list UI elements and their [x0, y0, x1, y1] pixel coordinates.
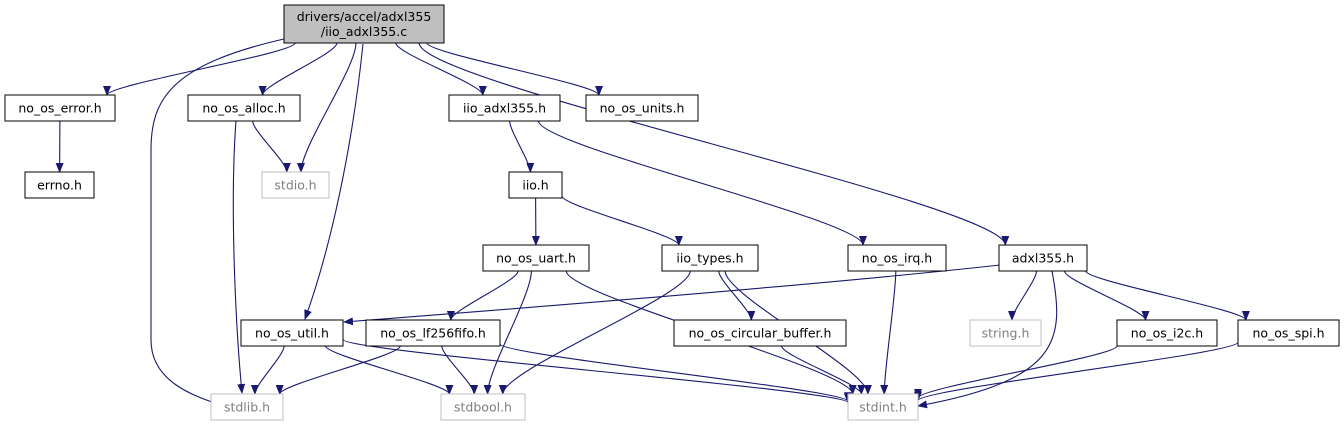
node-label: stdio.h — [274, 178, 316, 193]
edge-iio_types-to-no_os_circular_buffer — [718, 270, 756, 321]
node-errno[interactable]: errno.h — [24, 171, 95, 199]
node-no_os_error[interactable]: no_os_error.h — [4, 94, 116, 122]
edge-no_os_util-to-stdlib — [250, 345, 285, 395]
node-box — [240, 319, 344, 347]
edge-no_os_spi-to-stdint — [914, 341, 1239, 402]
node-label: string.h — [982, 326, 1030, 341]
node-box — [969, 319, 1042, 347]
node-label: no_os_i2c.h — [1131, 326, 1203, 341]
node-label: drivers/accel/adxl355 — [297, 9, 432, 24]
edges-layer — [55, 38, 1250, 409]
node-box — [261, 171, 330, 199]
node-box — [585, 94, 699, 122]
node-no_os_spi[interactable]: no_os_spi.h — [1237, 319, 1340, 347]
edge-no_os_alloc-to-stdio — [252, 120, 291, 173]
node-box — [847, 244, 947, 272]
edge-no_os_circular_buffer-to-stdint — [781, 345, 866, 395]
node-stdlib: stdlib.h — [210, 393, 284, 421]
node-label: adxl355.h — [1012, 251, 1074, 266]
edge-root-to-stdlib — [150, 38, 285, 407]
node-label: iio.h — [522, 178, 548, 193]
node-box — [1116, 319, 1218, 347]
node-no_os_irq[interactable]: no_os_irq.h — [847, 244, 947, 272]
node-stdio: stdio.h — [261, 171, 330, 199]
edge-adxl355-to-no_os_i2c — [1063, 270, 1150, 321]
node-adxl355[interactable]: adxl355.h — [998, 244, 1088, 272]
node-label: stdint.h — [859, 400, 907, 415]
edge-root-to-iio_adxl355 — [395, 42, 487, 96]
edge-no_os_uart-to-stdbool — [483, 270, 532, 395]
node-iio[interactable]: iio.h — [508, 171, 563, 199]
node-label: stdbool.h — [454, 400, 512, 415]
edge-adxl355-to-no_os_spi — [1085, 270, 1250, 321]
node-string: string.h — [969, 319, 1042, 347]
node-label: /iio_adxl355.c — [321, 24, 407, 39]
edge-no_os_util-to-stdbool — [325, 345, 454, 395]
edge-root-to-no_os_alloc — [258, 42, 338, 96]
edge-no_os_alloc-to-stdlib — [232, 120, 246, 394]
edge-root-to-no_os_error — [103, 42, 296, 96]
edge-iio-to-iio_types — [561, 195, 683, 246]
edge-adxl355-to-no_os_util — [343, 264, 1001, 326]
node-no_os_lf256fifo[interactable]: no_os_lf256fifo.h — [365, 319, 501, 347]
node-box — [482, 244, 590, 272]
edge-no_os_uart-to-no_os_lf256fifo — [446, 270, 519, 321]
node-stdbool: stdbool.h — [440, 393, 526, 421]
node-label: no_os_irq.h — [862, 251, 932, 266]
node-no_os_i2c[interactable]: no_os_i2c.h — [1116, 319, 1218, 347]
node-iio_adxl355[interactable]: iio_adxl355.h — [448, 94, 561, 122]
edge-no_os_lf256fifo-to-stdint — [499, 343, 852, 403]
node-box — [187, 94, 301, 122]
node-label: no_os_lf256fifo.h — [380, 326, 486, 341]
node-box — [998, 244, 1088, 272]
node-label: no_os_uart.h — [496, 251, 576, 266]
edge-iio_adxl355-to-iio — [509, 120, 535, 173]
node-root[interactable]: drivers/accel/adxl355/iio_adxl355.c — [283, 4, 445, 44]
edge-no_os_lf256fifo-to-stdlib — [275, 345, 401, 395]
node-box — [365, 319, 501, 347]
edge-no_os_lf256fifo-to-stdbool — [441, 345, 479, 395]
node-label: iio_adxl355.h — [463, 101, 546, 116]
node-box — [1237, 319, 1340, 347]
node-label: no_os_alloc.h — [202, 101, 285, 116]
edge-root-to-stdio — [297, 42, 357, 173]
edge-no_os_util-to-stdint — [342, 338, 852, 404]
edge-root-to-no_os_units — [426, 42, 603, 96]
edge-no_os_i2c-to-stdint — [914, 345, 1118, 399]
node-box — [24, 171, 95, 199]
node-label: no_os_util.h — [255, 326, 329, 341]
node-box — [448, 94, 561, 122]
node-label: errno.h — [37, 178, 82, 193]
nodes-layer: drivers/accel/adxl355/iio_adxl355.c no_os… — [4, 4, 1340, 421]
node-box — [283, 4, 445, 44]
node-no_os_util[interactable]: no_os_util.h — [240, 319, 344, 347]
edge-no_os_irq-to-stdint — [880, 270, 897, 395]
edge-adxl355-to-stdint — [917, 270, 1058, 409]
node-box — [847, 393, 919, 421]
edge-root-to-adxl355 — [418, 42, 1010, 246]
node-label: no_os_units.h — [600, 101, 685, 116]
node-box — [661, 244, 759, 272]
node-box — [4, 94, 116, 122]
edge-iio_adxl355-to-no_os_irq — [537, 120, 867, 246]
node-no_os_alloc[interactable]: no_os_alloc.h — [187, 94, 301, 122]
node-label: no_os_error.h — [18, 101, 101, 116]
node-label: stdlib.h — [224, 400, 270, 415]
edge-iio_types-to-stdbool — [498, 270, 691, 395]
node-stdint: stdint.h — [847, 393, 919, 421]
node-no_os_circular_buffer[interactable]: no_os_circular_buffer.h — [673, 319, 847, 347]
node-no_os_uart[interactable]: no_os_uart.h — [482, 244, 590, 272]
node-label: no_os_spi.h — [1252, 326, 1324, 341]
node-box — [440, 393, 526, 421]
node-no_os_units[interactable]: no_os_units.h — [585, 94, 699, 122]
node-label: no_os_circular_buffer.h — [689, 326, 832, 341]
node-iio_types[interactable]: iio_types.h — [661, 244, 759, 272]
edge-root-to-no_os_util — [304, 43, 364, 320]
edge-adxl355-to-string — [1008, 270, 1038, 321]
node-box — [673, 319, 847, 347]
node-box — [210, 393, 284, 421]
node-label: iio_types.h — [676, 251, 743, 266]
node-box — [508, 171, 563, 199]
